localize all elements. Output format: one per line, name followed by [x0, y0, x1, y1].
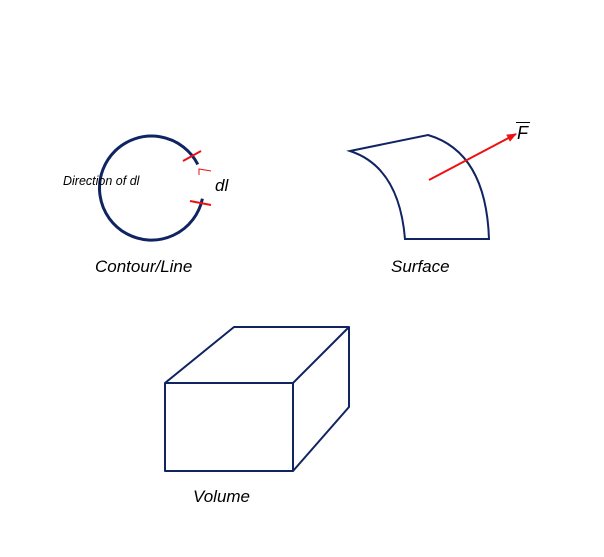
force-vector-arrow [428, 133, 517, 181]
dl-tick-upper [182, 150, 202, 162]
contour-line-caption: Contour/Line [95, 257, 193, 276]
box-front-face [164, 382, 294, 472]
dl-label: dl [215, 176, 229, 195]
surface-caption: Surface [391, 257, 450, 276]
volume-figure [164, 326, 350, 472]
surface-patch [346, 133, 491, 240]
contour-circle [98, 134, 204, 242]
contour-figure [98, 134, 212, 242]
surface-figure [346, 133, 517, 240]
box-side-face [292, 327, 350, 472]
direction-of-dl-label: Direction of dl [63, 174, 140, 188]
box-top-face [164, 326, 350, 384]
dl-tick-lower [189, 200, 212, 206]
force-vector-label: F [516, 122, 530, 143]
volume-caption: Volume [193, 487, 251, 506]
dl-direction-marker [198, 168, 212, 175]
